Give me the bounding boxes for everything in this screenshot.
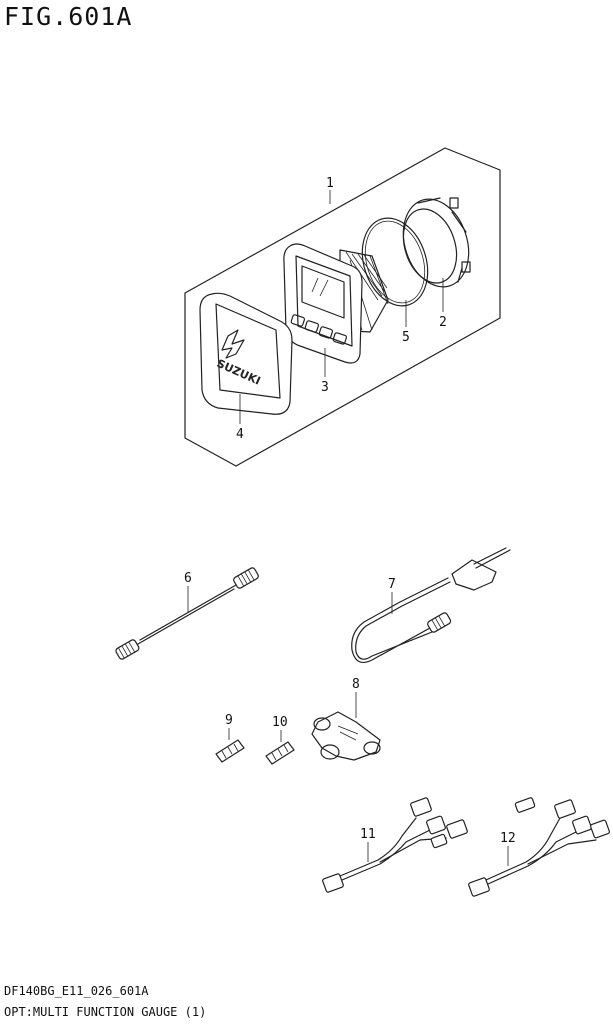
part-gauge-body[interactable] — [283, 243, 389, 364]
callout-12: 12 — [500, 831, 516, 846]
part-sender-cable[interactable] — [351, 547, 511, 663]
part-extension-cable[interactable] — [115, 567, 260, 660]
callout-11: 11 — [360, 827, 376, 842]
part-harness-11[interactable] — [322, 797, 468, 893]
diagram-description: OPT:MULTI FUNCTION GAUGE (1) — [4, 1005, 207, 1019]
callout-6: 6 — [184, 571, 192, 586]
callout-10: 10 — [272, 715, 288, 730]
callout-1: 1 — [326, 176, 334, 191]
figure-title: FIG.601A — [4, 2, 133, 31]
callout-8: 8 — [352, 677, 360, 692]
part-harness-12[interactable] — [468, 797, 610, 897]
part-o-ring[interactable] — [352, 210, 439, 315]
gauge-assembly-group — [184, 147, 501, 467]
diagram-code: DF140BG_E11_026_601A — [4, 984, 149, 998]
callout-9: 9 — [225, 713, 233, 728]
callout-4: 4 — [236, 427, 244, 442]
part-terminator-10[interactable] — [265, 741, 295, 765]
callout-3: 3 — [321, 380, 329, 395]
part-cover[interactable]: SUZUKI — [199, 292, 293, 415]
callout-7: 7 — [388, 577, 396, 592]
part-terminator-9[interactable] — [215, 739, 245, 763]
callout-5: 5 — [402, 330, 410, 345]
part-t-connector[interactable] — [311, 711, 381, 761]
callout-2: 2 — [439, 315, 447, 330]
part-ring-nut[interactable] — [393, 191, 480, 296]
